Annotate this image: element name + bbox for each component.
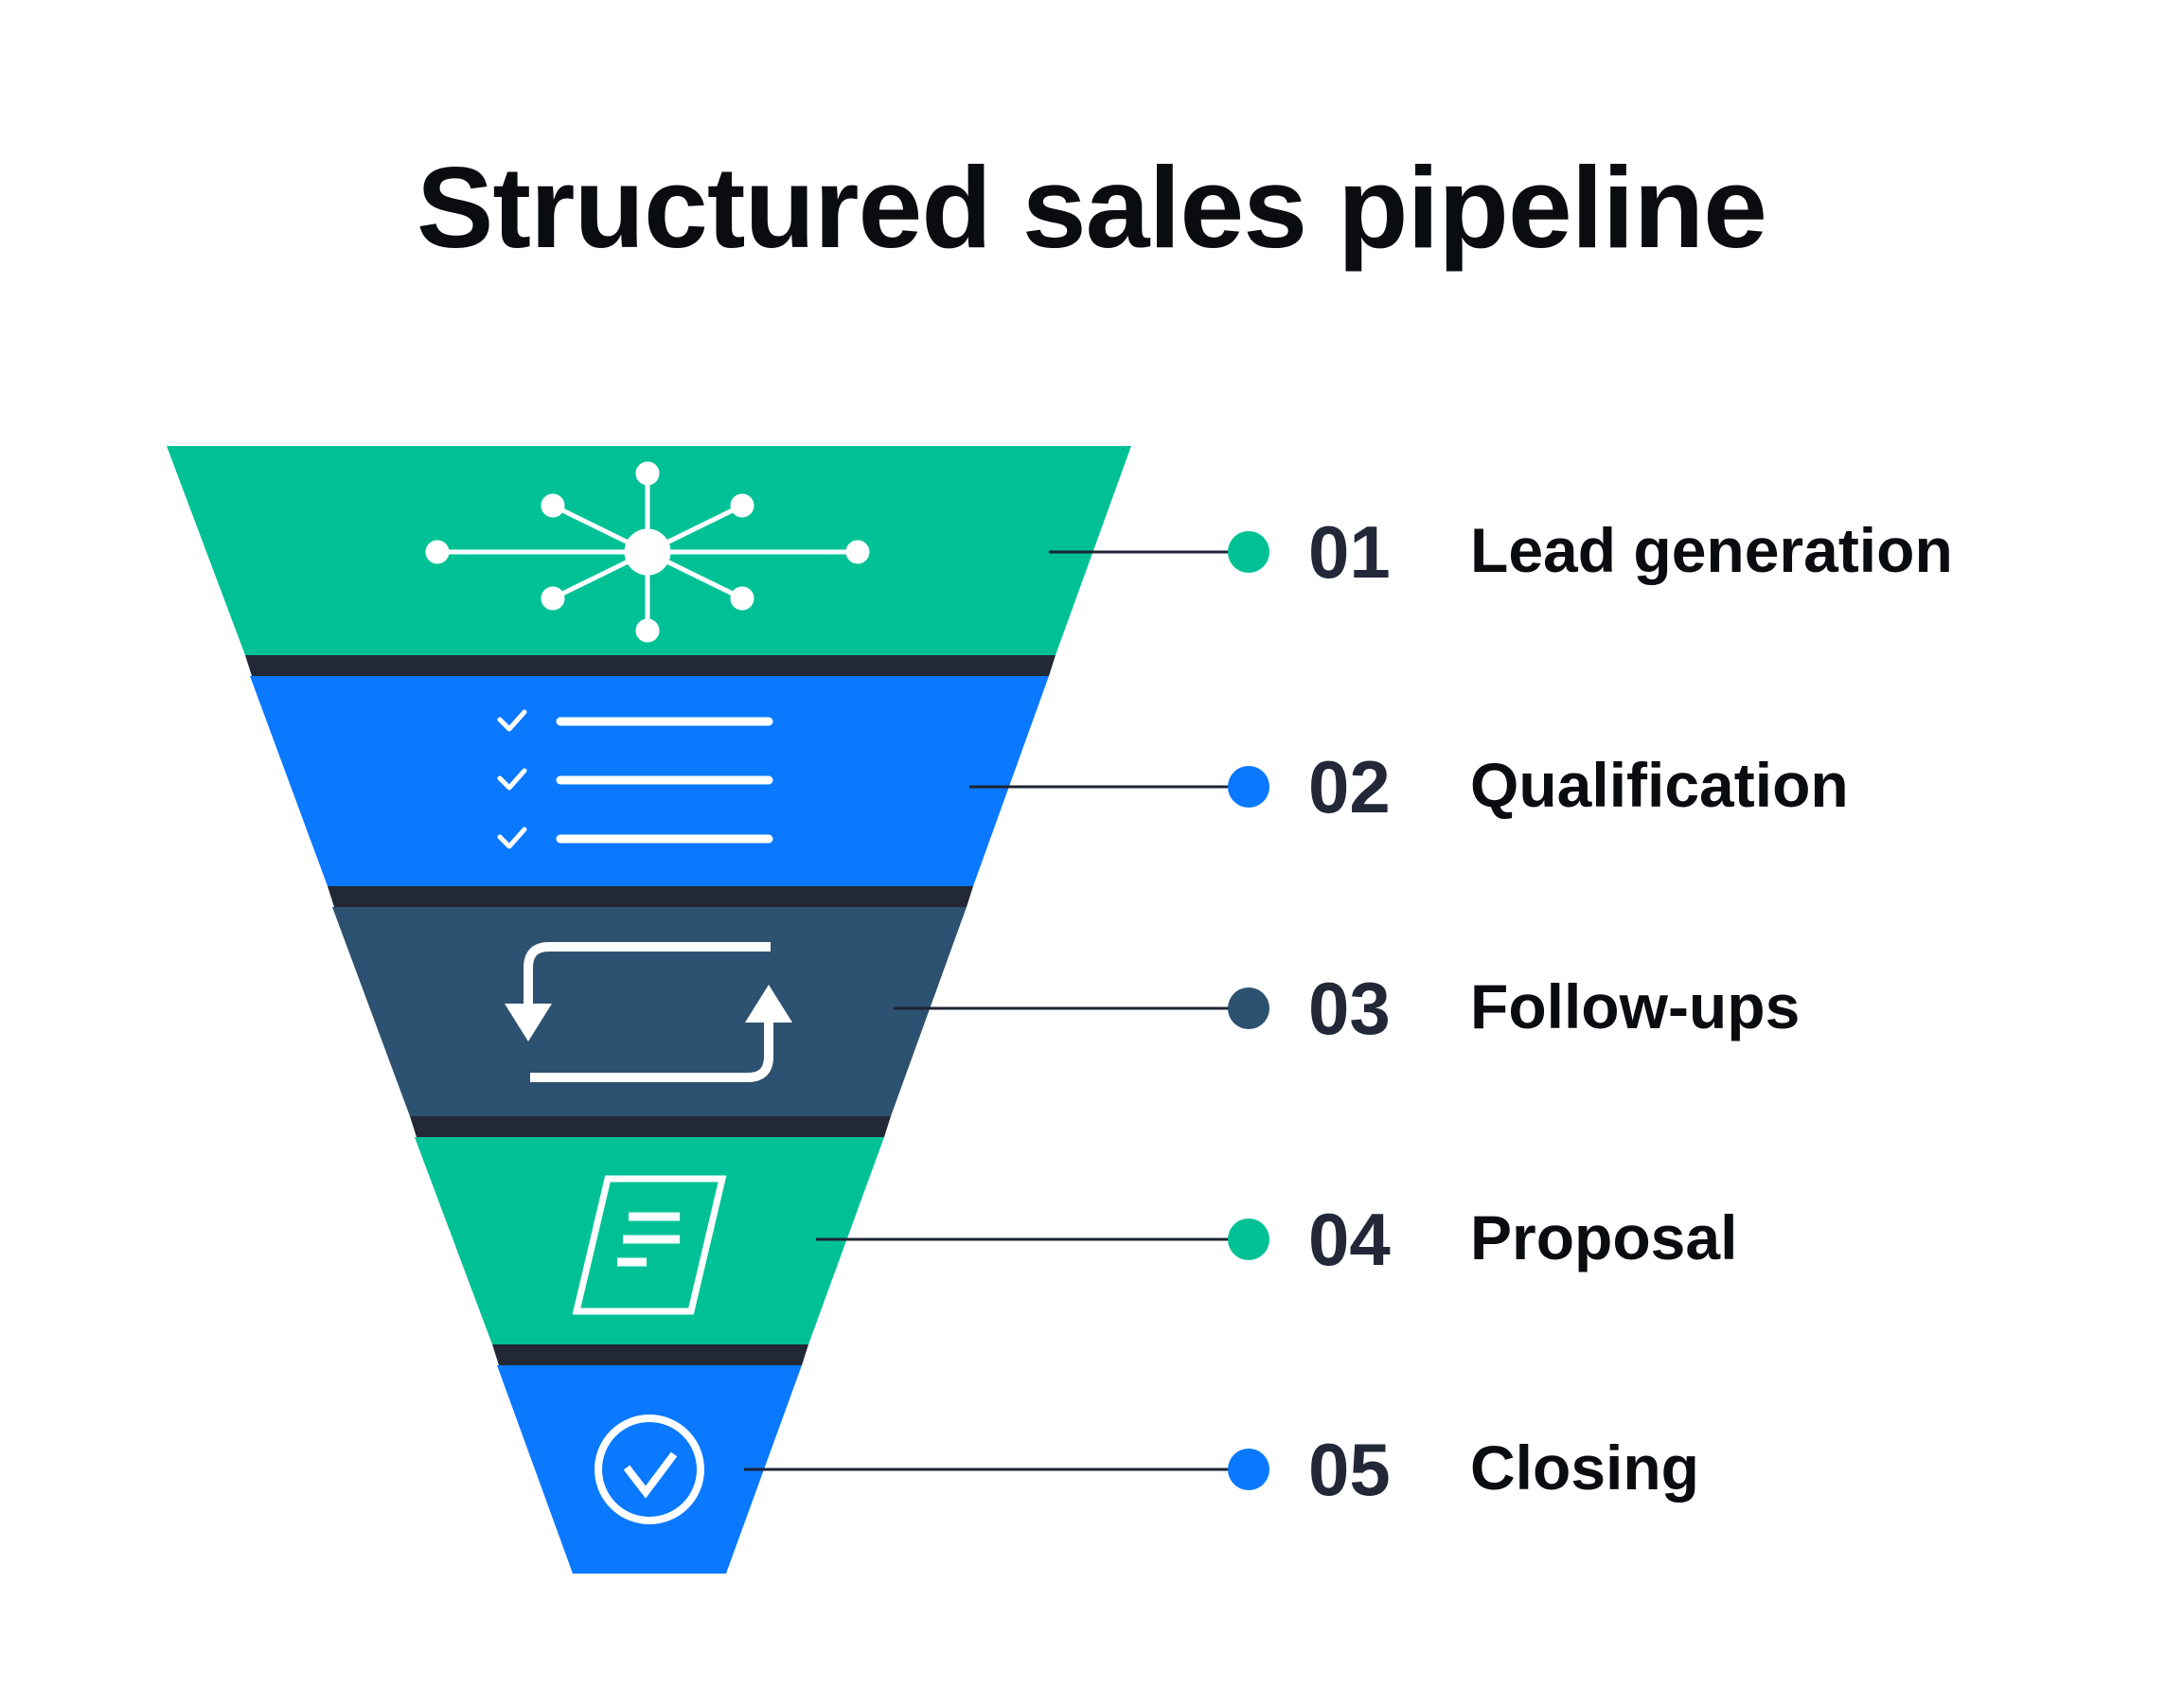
stage-label-1: Lead generation bbox=[1470, 515, 1953, 585]
stage-label-5: Closing bbox=[1470, 1432, 1699, 1503]
funnel-tier-5 bbox=[497, 1365, 802, 1574]
funnel-shadow-3 bbox=[410, 1116, 891, 1137]
stage-dot-5 bbox=[1228, 1449, 1269, 1490]
stage-number-5: 05 bbox=[1308, 1428, 1391, 1511]
stage-3: 03 Follow-ups bbox=[332, 907, 1800, 1116]
funnel-shadows bbox=[245, 655, 1056, 1365]
checklist-icon bbox=[497, 709, 773, 849]
stage-number-1: 01 bbox=[1308, 510, 1391, 594]
stage-label-4: Proposal bbox=[1470, 1202, 1737, 1272]
document-icon bbox=[572, 1175, 727, 1315]
cycle-arrows-icon bbox=[505, 942, 792, 1082]
stage-5: 05 Closing bbox=[497, 1365, 1699, 1574]
funnel-tier-3 bbox=[332, 907, 967, 1116]
stage-4: 04 Proposal bbox=[415, 1137, 1737, 1344]
stage-number-3: 03 bbox=[1308, 967, 1391, 1050]
page-title: Structured sales pipeline bbox=[417, 143, 1767, 272]
stage-label-3: Follow-ups bbox=[1470, 971, 1800, 1041]
stage-2: 02 Qualification bbox=[250, 676, 1849, 886]
stage-1: 01 Lead generation bbox=[167, 446, 1953, 655]
stage-dot-3 bbox=[1228, 987, 1269, 1029]
stage-dot-2 bbox=[1228, 766, 1269, 808]
check-circle-icon bbox=[595, 1414, 704, 1524]
funnel-shadow-4 bbox=[492, 1344, 808, 1365]
funnel-shadow-1 bbox=[245, 655, 1056, 676]
stage-number-2: 02 bbox=[1308, 745, 1391, 828]
network-hub-icon bbox=[425, 461, 870, 643]
stage-number-4: 04 bbox=[1308, 1198, 1391, 1281]
stage-label-2: Qualification bbox=[1470, 750, 1849, 820]
stage-dot-4 bbox=[1228, 1219, 1269, 1260]
funnel-shadow-2 bbox=[328, 886, 973, 907]
stage-dot-1 bbox=[1228, 531, 1269, 573]
